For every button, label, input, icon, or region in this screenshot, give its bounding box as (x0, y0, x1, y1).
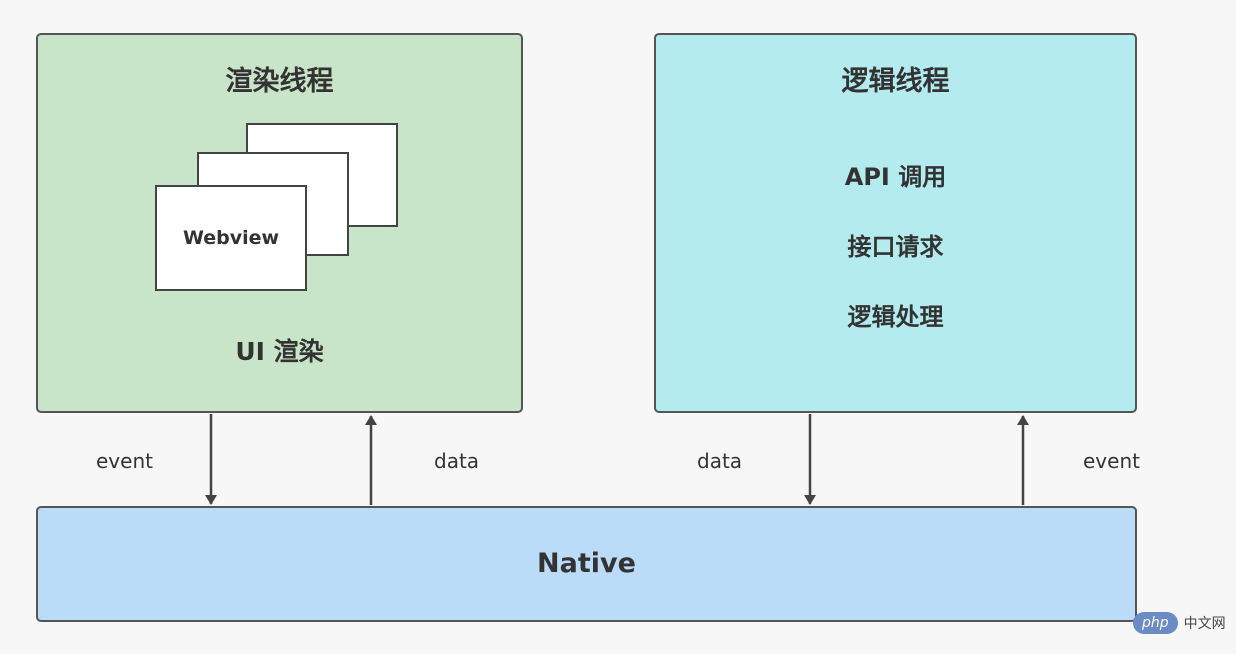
native-box: Native (36, 506, 1137, 622)
label-event-left: event (96, 449, 153, 473)
webview-page-front: Webview (155, 185, 307, 291)
logic-thread-box: 逻辑线程 API 调用 接口请求 逻辑处理 (654, 33, 1137, 413)
label-data-left: data (434, 449, 480, 473)
logic-thread-title: 逻辑线程 (841, 66, 950, 97)
ui-render-caption: UI 渲染 (235, 337, 324, 366)
watermark: php 中文网 (1133, 608, 1226, 638)
native-label: Native (537, 548, 636, 579)
logic-item-list: API 调用 接口请求 逻辑处理 (656, 165, 1135, 375)
watermark-logo: php (1133, 612, 1178, 634)
render-thread-box: 渲染线程 Webview UI 渲染 (36, 33, 523, 413)
label-event-right: event (1083, 449, 1140, 473)
label-data-right: data (697, 449, 743, 473)
logic-item-api-call: API 调用 (844, 163, 947, 191)
logic-item-processing: 逻辑处理 (847, 303, 944, 331)
render-thread-title: 渲染线程 (225, 66, 334, 97)
webview-label: Webview (182, 227, 280, 249)
watermark-site: 中文网 (1183, 616, 1226, 632)
logic-item-request: 接口请求 (847, 233, 944, 261)
